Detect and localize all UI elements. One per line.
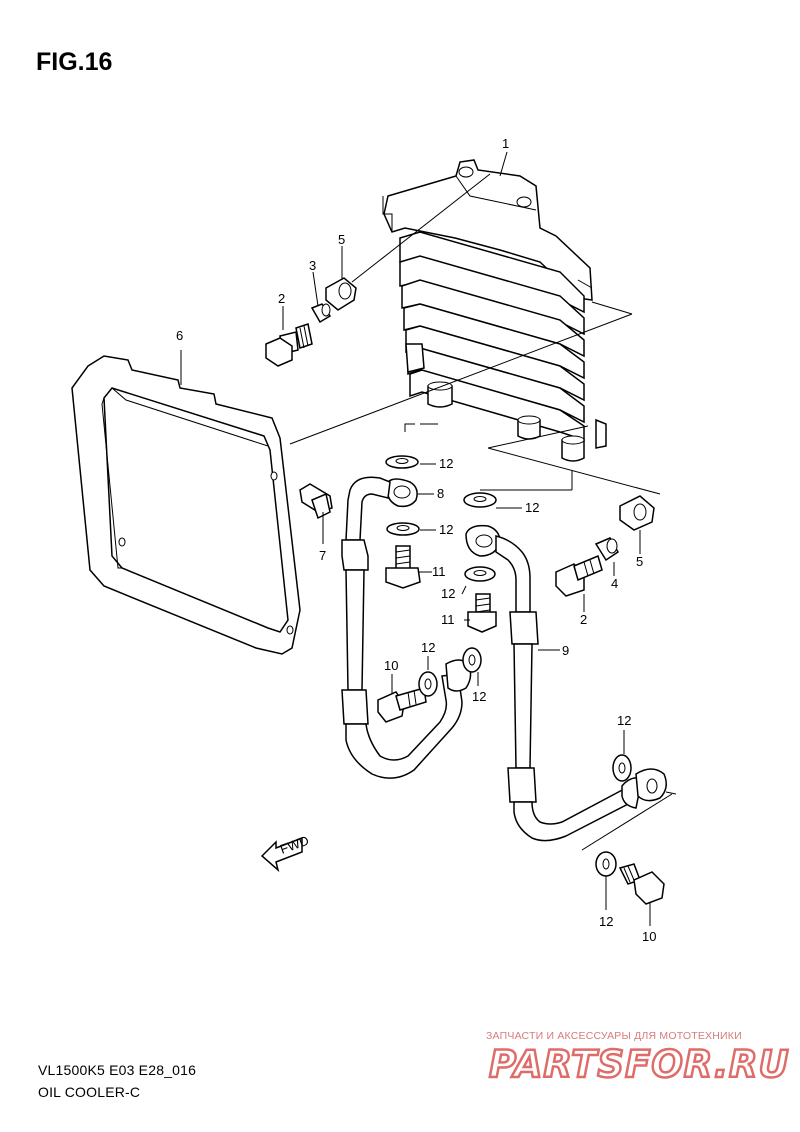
callout-11-b: 11 bbox=[441, 612, 455, 627]
bolt-part-2-upper[interactable] bbox=[265, 323, 313, 367]
union-bolt-part-10-right[interactable] bbox=[618, 863, 665, 905]
callout-9: 9 bbox=[562, 643, 569, 658]
gasket-part-12-g[interactable] bbox=[612, 754, 632, 782]
callout-11-a: 11 bbox=[432, 564, 446, 579]
union-bolt-part-11-b[interactable] bbox=[467, 593, 497, 633]
oil-hose-part-9[interactable] bbox=[465, 524, 667, 842]
callout-12-b: 12 bbox=[439, 522, 453, 537]
watermark-logo: PARTSFOR.RU bbox=[488, 1042, 790, 1088]
gasket-part-12-e[interactable] bbox=[418, 671, 438, 697]
callout-10-right: 10 bbox=[642, 929, 656, 944]
callout-10-left: 10 bbox=[384, 658, 398, 673]
gasket-part-12-d[interactable] bbox=[464, 566, 496, 582]
forward-direction-arrow-icon: FWD bbox=[260, 833, 311, 873]
section-name: OIL COOLER-C bbox=[38, 1084, 141, 1100]
union-bolt-part-11-a[interactable] bbox=[385, 545, 421, 589]
callout-12-f: 12 bbox=[472, 689, 486, 704]
callout-12-c: 12 bbox=[525, 500, 539, 515]
gasket-part-12-a[interactable] bbox=[385, 455, 419, 469]
bolt-part-2-lower[interactable] bbox=[555, 554, 603, 597]
callout-12-h: 12 bbox=[599, 914, 613, 929]
callout-1: 1 bbox=[502, 136, 509, 151]
gasket-part-12-h[interactable] bbox=[595, 851, 617, 877]
callout-12-g: 12 bbox=[617, 713, 631, 728]
union-bolt-part-10-left[interactable] bbox=[377, 687, 427, 723]
gasket-part-12-b[interactable] bbox=[386, 522, 420, 536]
oil-cooler-part-1[interactable] bbox=[382, 159, 607, 462]
callout-6: 6 bbox=[176, 328, 183, 343]
watermark-caption: ЗАПЧАСТИ И АКСЕССУАРЫ ДЛЯ МОТОТЕХНИКИ bbox=[486, 1030, 742, 1042]
gasket-part-12-f[interactable] bbox=[462, 647, 482, 673]
oil-hose-part-8[interactable] bbox=[341, 476, 472, 779]
callout-2-upper: 2 bbox=[278, 291, 285, 306]
collar-part-3[interactable] bbox=[310, 303, 332, 324]
grommet-part-5-lower[interactable] bbox=[619, 495, 655, 531]
callout-12-e: 12 bbox=[421, 640, 435, 655]
callout-7: 7 bbox=[319, 548, 326, 563]
callout-3: 3 bbox=[309, 258, 316, 273]
callout-8: 8 bbox=[437, 486, 444, 501]
cooler-cover-part-6[interactable] bbox=[71, 355, 301, 655]
bolt-part-7[interactable] bbox=[299, 483, 333, 520]
callout-5-lower: 5 bbox=[636, 554, 643, 569]
callout-4: 4 bbox=[611, 576, 618, 591]
figure-title: FIG.16 bbox=[36, 48, 113, 76]
gasket-part-12-c[interactable] bbox=[463, 492, 497, 508]
callout-12-d: 12 bbox=[441, 586, 455, 601]
collar-part-4[interactable] bbox=[594, 537, 619, 562]
callout-12-a: 12 bbox=[439, 456, 453, 471]
callout-5-upper: 5 bbox=[338, 232, 345, 247]
callout-2-lower: 2 bbox=[580, 612, 587, 627]
model-code: VL1500K5 E03 E28_016 bbox=[38, 1062, 197, 1078]
grommet-part-5-upper[interactable] bbox=[325, 277, 357, 311]
